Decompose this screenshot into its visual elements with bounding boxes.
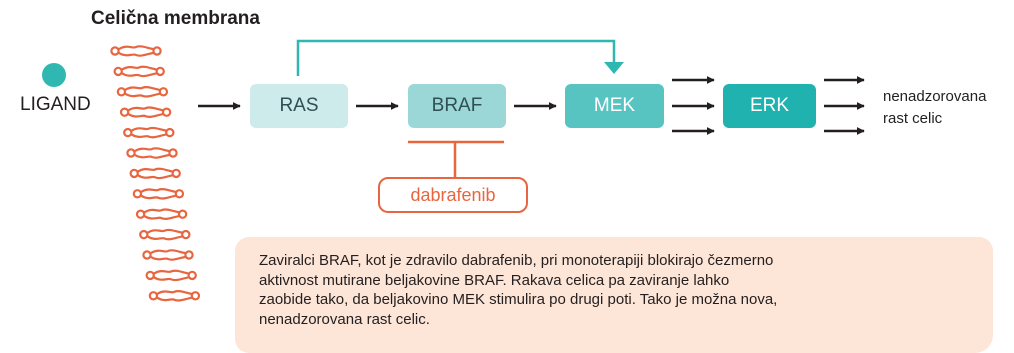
node-braf: BRAF — [408, 84, 506, 128]
note-line-3: zaobide tako, da beljakovino MEK stimuli… — [259, 291, 778, 308]
membrane-lipid — [119, 106, 172, 118]
info-note: Zaviralci BRAF, kot je zdravilo dabrafen… — [235, 237, 993, 353]
node-ras: RAS — [250, 84, 348, 128]
membrane-lipid — [129, 167, 181, 180]
note-line-4: nenadzorovana rast celic. — [259, 310, 430, 328]
membrane-lipid — [135, 208, 188, 220]
membrane-lipid — [132, 188, 185, 200]
bypass-arrow — [296, 39, 616, 76]
membrane-lipid — [113, 65, 165, 78]
node-mek: MEK — [565, 84, 664, 128]
inhibitor-box: dabrafenib — [378, 177, 528, 213]
cell-membrane — [110, 45, 201, 302]
outcome-label: nenadzorovana rast celic — [883, 86, 1008, 130]
ligand-dot — [42, 63, 66, 87]
membrane-lipid — [145, 269, 197, 282]
ligand-label: LIGAND — [20, 94, 91, 115]
outcome-line-2: rast celic — [883, 110, 943, 127]
membrane-lipid — [148, 290, 201, 302]
membrane-lipid — [142, 249, 194, 261]
inhibitor-label: dabrafenib — [410, 184, 496, 205]
membrane-lipid — [110, 45, 162, 57]
membrane-lipid — [116, 86, 169, 98]
bypass-arrowhead — [604, 62, 624, 74]
membrane-lipid — [139, 228, 191, 241]
membrane-lipid — [126, 147, 178, 159]
outcome-line-1: nenadzorovana — [883, 88, 987, 105]
membrane-lipid — [123, 126, 175, 139]
diagram-title: Celična membrana — [91, 8, 260, 29]
note-line-1: Zaviralci BRAF, kot je zdravilo dabrafen… — [259, 252, 774, 269]
note-line-2: aktivnost mutirane beljakovine BRAF. Rak… — [259, 271, 730, 289]
node-erk: ERK — [723, 84, 816, 128]
